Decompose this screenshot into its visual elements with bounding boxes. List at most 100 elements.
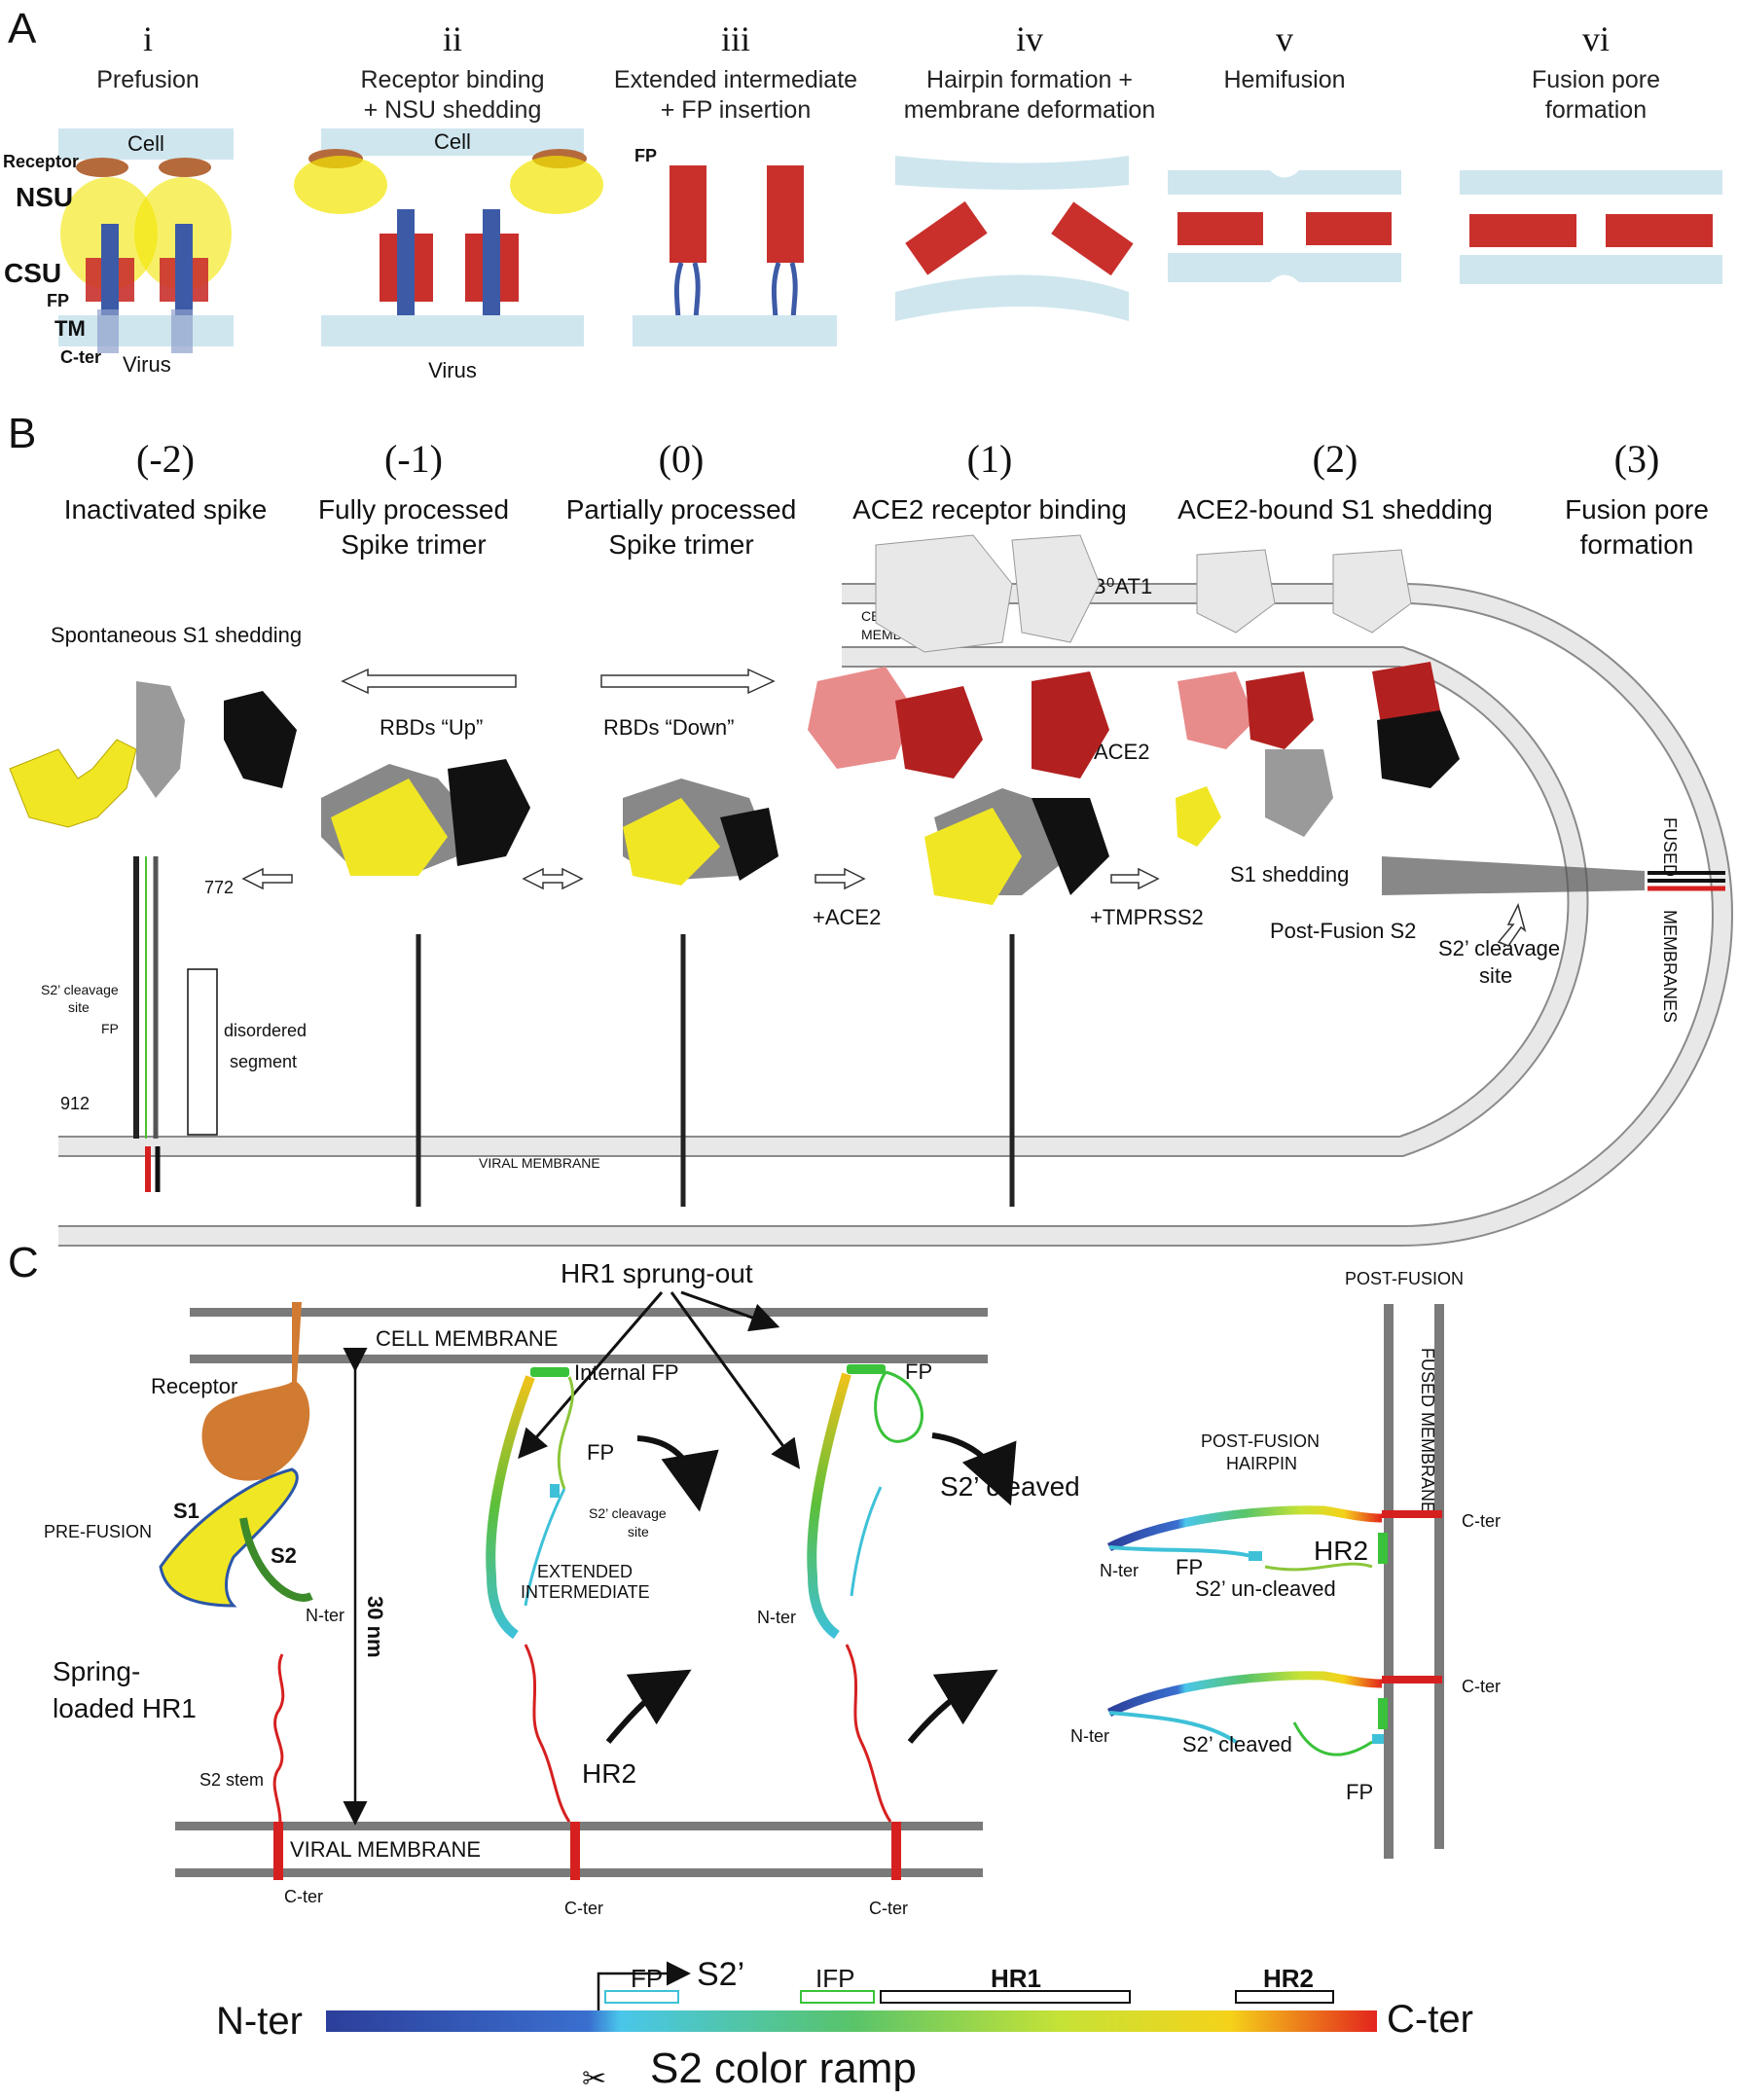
- s2-label: S2: [271, 1543, 297, 1568]
- s2-cleaved-label: S2’ cleaved: [940, 1471, 1080, 1502]
- s2-cleavage-site-label: site: [68, 999, 90, 1015]
- cell-membrane-label: CELL MEMBRANE: [376, 1326, 558, 1351]
- viral-membrane: [1168, 253, 1401, 282]
- tm-helix: [175, 224, 193, 321]
- state-title: ACE2-bound S1 shedding: [1177, 494, 1493, 525]
- panel-b-headers: (-2) Inactivated spike (-1) Fully proces…: [64, 437, 1709, 560]
- stage-title: Fusion pore: [1532, 66, 1660, 93]
- s2-stem-label: S2 stem: [199, 1770, 264, 1790]
- transition-arrows: [605, 1432, 1017, 1744]
- csu: [1606, 214, 1713, 247]
- fp-label: FP: [1176, 1555, 1203, 1579]
- ramp-nter-label: N-ter: [216, 2000, 303, 2043]
- fp-label: FP: [905, 1359, 932, 1384]
- s2-uncleaved-label: S2’ un-cleaved: [1195, 1576, 1336, 1601]
- fp-label: FP: [634, 146, 657, 165]
- cter-label: C-ter: [284, 1887, 323, 1906]
- state-number: (-1): [384, 437, 443, 481]
- hr1-bracket: [880, 1990, 1131, 2004]
- stage-iv-hairpin-illustration: [895, 156, 1134, 321]
- s2-cleaved-small-label: S2’ cleaved: [1182, 1732, 1292, 1756]
- fp-label: FP: [1346, 1780, 1373, 1804]
- viral-membrane: [895, 274, 1129, 321]
- nsu-shed: [294, 156, 387, 214]
- viral-membrane: [1460, 255, 1722, 284]
- stage-iii-extended-intermediate-illustration: FP: [633, 146, 837, 346]
- csu: [1469, 214, 1576, 247]
- panel-c-label: C: [8, 1239, 39, 1286]
- state-number: (2): [1313, 437, 1358, 481]
- state-title: Fusion pore: [1565, 494, 1709, 525]
- ramp-hr1-label: HR1: [991, 1964, 1041, 1993]
- residue-912-label: 912: [60, 1094, 90, 1113]
- cter-label: C-ter: [564, 1899, 603, 1918]
- disordered-label: disordered: [224, 1021, 307, 1040]
- state-number: (3): [1614, 437, 1660, 481]
- hr2-bracket: [1235, 1990, 1334, 2004]
- plus-ace2-label: +ACE2: [813, 905, 881, 929]
- scissors-icon: ✂: [582, 2063, 606, 2095]
- state-number: (-2): [136, 437, 195, 481]
- stage-v-hemifusion-illustration: [1168, 170, 1401, 282]
- tm-domain: [171, 309, 193, 353]
- plus-tmprss2-label: +TMPRSS2: [1090, 905, 1204, 929]
- s2-cleaved-illustration: [807, 1364, 923, 1880]
- hr2-label: HR2: [582, 1758, 636, 1789]
- post-fusion-hairpin-illustrations: [1106, 1505, 1442, 1756]
- receptor: [76, 158, 128, 177]
- nter-label: N-ter: [1070, 1726, 1109, 1746]
- viral-membrane-label: VIRAL MEMBRANE: [479, 1155, 600, 1171]
- state-number: (1): [967, 437, 1013, 481]
- spring-loaded-label: loaded HR1: [53, 1693, 197, 1723]
- stage-title: Extended intermediate: [614, 66, 857, 93]
- nsu-label: NSU: [16, 182, 73, 212]
- prefusion-illustration: [159, 1302, 368, 1880]
- stage-subtitle: + NSU shedding: [364, 96, 542, 124]
- ramp-hr2-label: HR2: [1263, 1964, 1314, 1993]
- nter-label: N-ter: [306, 1606, 344, 1625]
- stage-subtitle: membrane deformation: [904, 96, 1155, 124]
- cell-membrane: [895, 156, 1129, 190]
- state-subtitle: Spike trimer: [341, 529, 486, 560]
- panel-a-headers: i Prefusion ii Receptor binding + NSU sh…: [96, 19, 1660, 124]
- post-fusion-label: POST-FUSION: [1345, 1269, 1464, 1288]
- pre-fusion-label: PRE-FUSION: [44, 1522, 152, 1541]
- stage-subtitle: + FP insertion: [661, 96, 811, 124]
- stage-title: Hemifusion: [1223, 66, 1345, 93]
- state-title: Fully processed: [318, 494, 509, 525]
- segment-label: segment: [230, 1052, 297, 1071]
- s2-cleavage-site-label: site: [628, 1524, 649, 1539]
- spontaneous-s1-shedding-label: Spontaneous S1 shedding: [51, 623, 302, 647]
- cell-membrane: [58, 128, 234, 160]
- ace2-label: ACE2: [1094, 740, 1149, 764]
- spring-loaded-label: Spring-: [53, 1656, 140, 1686]
- panel-a-label: A: [8, 5, 37, 53]
- fused-label: FUSED: [1660, 817, 1680, 877]
- tm-domain: [97, 309, 119, 353]
- rbds-down-label: RBDs “Down”: [603, 715, 734, 740]
- tm-helix: [483, 209, 500, 316]
- rbds-up-label: RBDs “Up”: [380, 715, 483, 740]
- csu: [1177, 212, 1263, 245]
- hr2-label: HR2: [1314, 1536, 1368, 1566]
- stage-numeral: ii: [443, 19, 462, 58]
- tm-helix: [101, 224, 119, 321]
- color-ramp-bar: [326, 2010, 1377, 2032]
- virus-label: Virus: [428, 358, 477, 382]
- s2-cleavage-label: site: [1479, 963, 1512, 988]
- s2-cleavage-site-label: S2’ cleavage: [41, 982, 119, 997]
- s2-prime-arrow: [597, 1961, 691, 2010]
- state-subtitle: formation: [1580, 529, 1694, 560]
- membranes-label: MEMBRANES: [1660, 910, 1680, 1023]
- thirty-nm-label: 30 nm: [363, 1596, 387, 1658]
- panel-b-membranes: [58, 583, 1733, 1247]
- csu: [1051, 201, 1134, 276]
- csu: [1306, 212, 1392, 245]
- fp-label: FP: [47, 291, 69, 310]
- cell-membrane: [1168, 170, 1401, 195]
- stage-numeral: vi: [1582, 19, 1610, 58]
- internal-fp-label: Internal FP: [574, 1360, 679, 1385]
- cter-label: C-ter: [869, 1899, 908, 1918]
- stage-numeral: iv: [1016, 19, 1043, 58]
